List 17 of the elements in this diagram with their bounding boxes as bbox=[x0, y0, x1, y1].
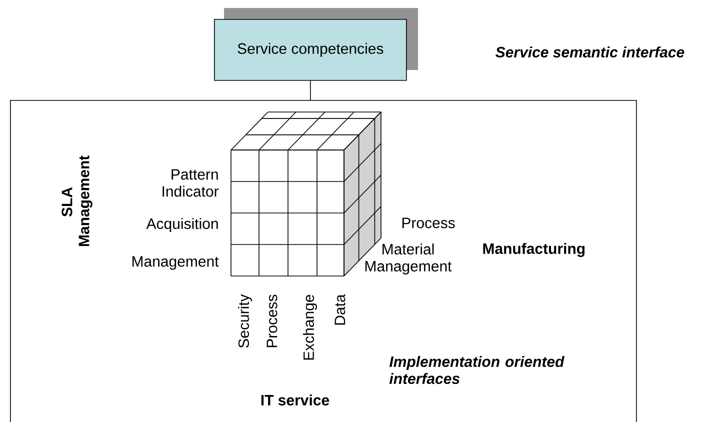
axis-title: Manufacturing bbox=[483, 242, 585, 258]
axis-title: SLA Management bbox=[62, 156, 92, 246]
connector-line bbox=[310, 80, 311, 100]
axis-label: Process bbox=[266, 294, 278, 348]
axis-label: Material Management bbox=[365, 244, 452, 274]
axis-title: IT service bbox=[261, 394, 330, 406]
axis-label: Management bbox=[132, 256, 219, 270]
frame-box bbox=[10, 100, 637, 422]
heading: Service semantic interface bbox=[496, 46, 684, 58]
axis-label: Data bbox=[334, 294, 346, 325]
axis-label: Security bbox=[238, 294, 252, 348]
process-box: Service competencies bbox=[214, 8, 418, 81]
axis-label: Pattern Indicator bbox=[162, 169, 219, 197]
axis-label: Process bbox=[402, 218, 455, 228]
axis-label: Exchange bbox=[303, 294, 317, 360]
axis-label: Acquisition bbox=[146, 218, 218, 232]
heading: Implementation oriented interfaces bbox=[389, 356, 564, 384]
